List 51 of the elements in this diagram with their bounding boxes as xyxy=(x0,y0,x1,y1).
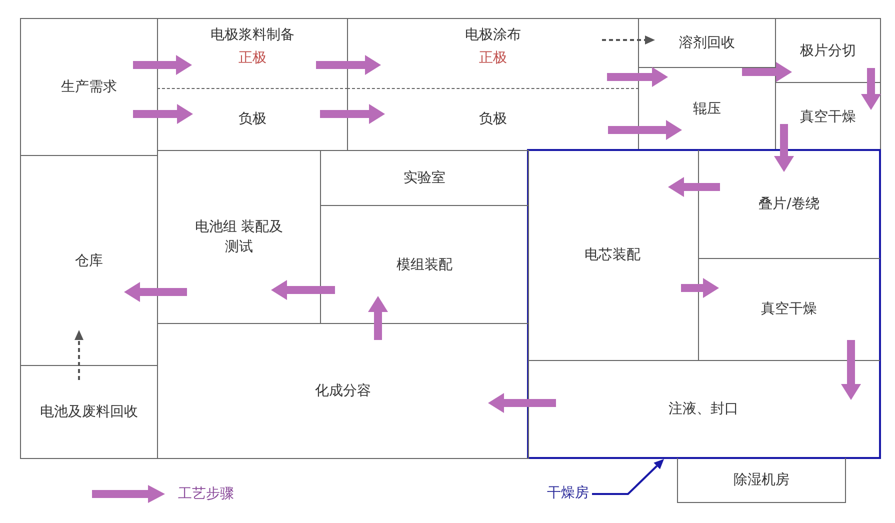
process-arrow xyxy=(774,124,794,172)
room-name: 负极 xyxy=(238,110,266,129)
room xyxy=(677,458,846,503)
process-arrow xyxy=(608,120,682,140)
process-arrow xyxy=(320,104,385,124)
room-name: 除湿机房 xyxy=(734,471,790,490)
room-name: 负极 xyxy=(479,110,507,129)
room-name: 电芯装配 xyxy=(584,246,640,264)
room-name: 模组装配 xyxy=(396,256,452,274)
process-arrow xyxy=(668,177,720,197)
room-name: 仓库 xyxy=(75,252,103,270)
leader-arrow xyxy=(592,459,664,495)
process-arrow xyxy=(133,55,192,75)
room xyxy=(775,18,881,83)
room-name: 生产需求 xyxy=(61,78,117,97)
process-arrow xyxy=(271,280,335,300)
process-arrow xyxy=(681,278,719,298)
process-arrow xyxy=(133,104,193,124)
room-name: 电池及废料回收 xyxy=(40,403,138,422)
process-arrow xyxy=(607,67,668,87)
process-arrow xyxy=(74,330,84,380)
process-arrow xyxy=(316,55,381,75)
process-arrow xyxy=(124,282,187,302)
process-arrow xyxy=(841,340,861,400)
room-name: 溶剂回收 xyxy=(679,34,735,53)
room-name: 叠片/卷绕 xyxy=(758,194,820,214)
room-label: 干燥房 xyxy=(538,484,598,504)
process-arrow xyxy=(368,296,388,340)
electrode-label: 正极 xyxy=(479,49,507,68)
room-name: 电极浆料制备 xyxy=(210,26,294,45)
process-arrow xyxy=(488,393,556,413)
room-name: 真空干燥 xyxy=(800,108,856,126)
room-name: 化成分容 xyxy=(315,382,371,401)
room xyxy=(20,365,158,459)
room-name: 注液、封口 xyxy=(668,400,738,419)
process-arrow xyxy=(742,62,792,82)
room-name: 真空干燥 xyxy=(761,300,817,319)
room-name: 辊压 xyxy=(693,100,721,119)
room xyxy=(157,18,348,89)
dry-room-outline xyxy=(527,149,881,459)
room xyxy=(347,18,639,89)
room-name: 极片分切 xyxy=(800,42,856,60)
room xyxy=(20,18,158,156)
process-arrow xyxy=(861,68,881,110)
room-name: 实验室 xyxy=(404,169,446,188)
room xyxy=(157,323,529,459)
room-name: 电极涂布 xyxy=(465,26,521,45)
legend-label: 工艺步骤 xyxy=(178,485,234,504)
electrode-label: 正极 xyxy=(238,49,266,68)
process-arrow xyxy=(602,36,655,44)
room-name: 电池组 装配及测试 xyxy=(194,218,284,257)
